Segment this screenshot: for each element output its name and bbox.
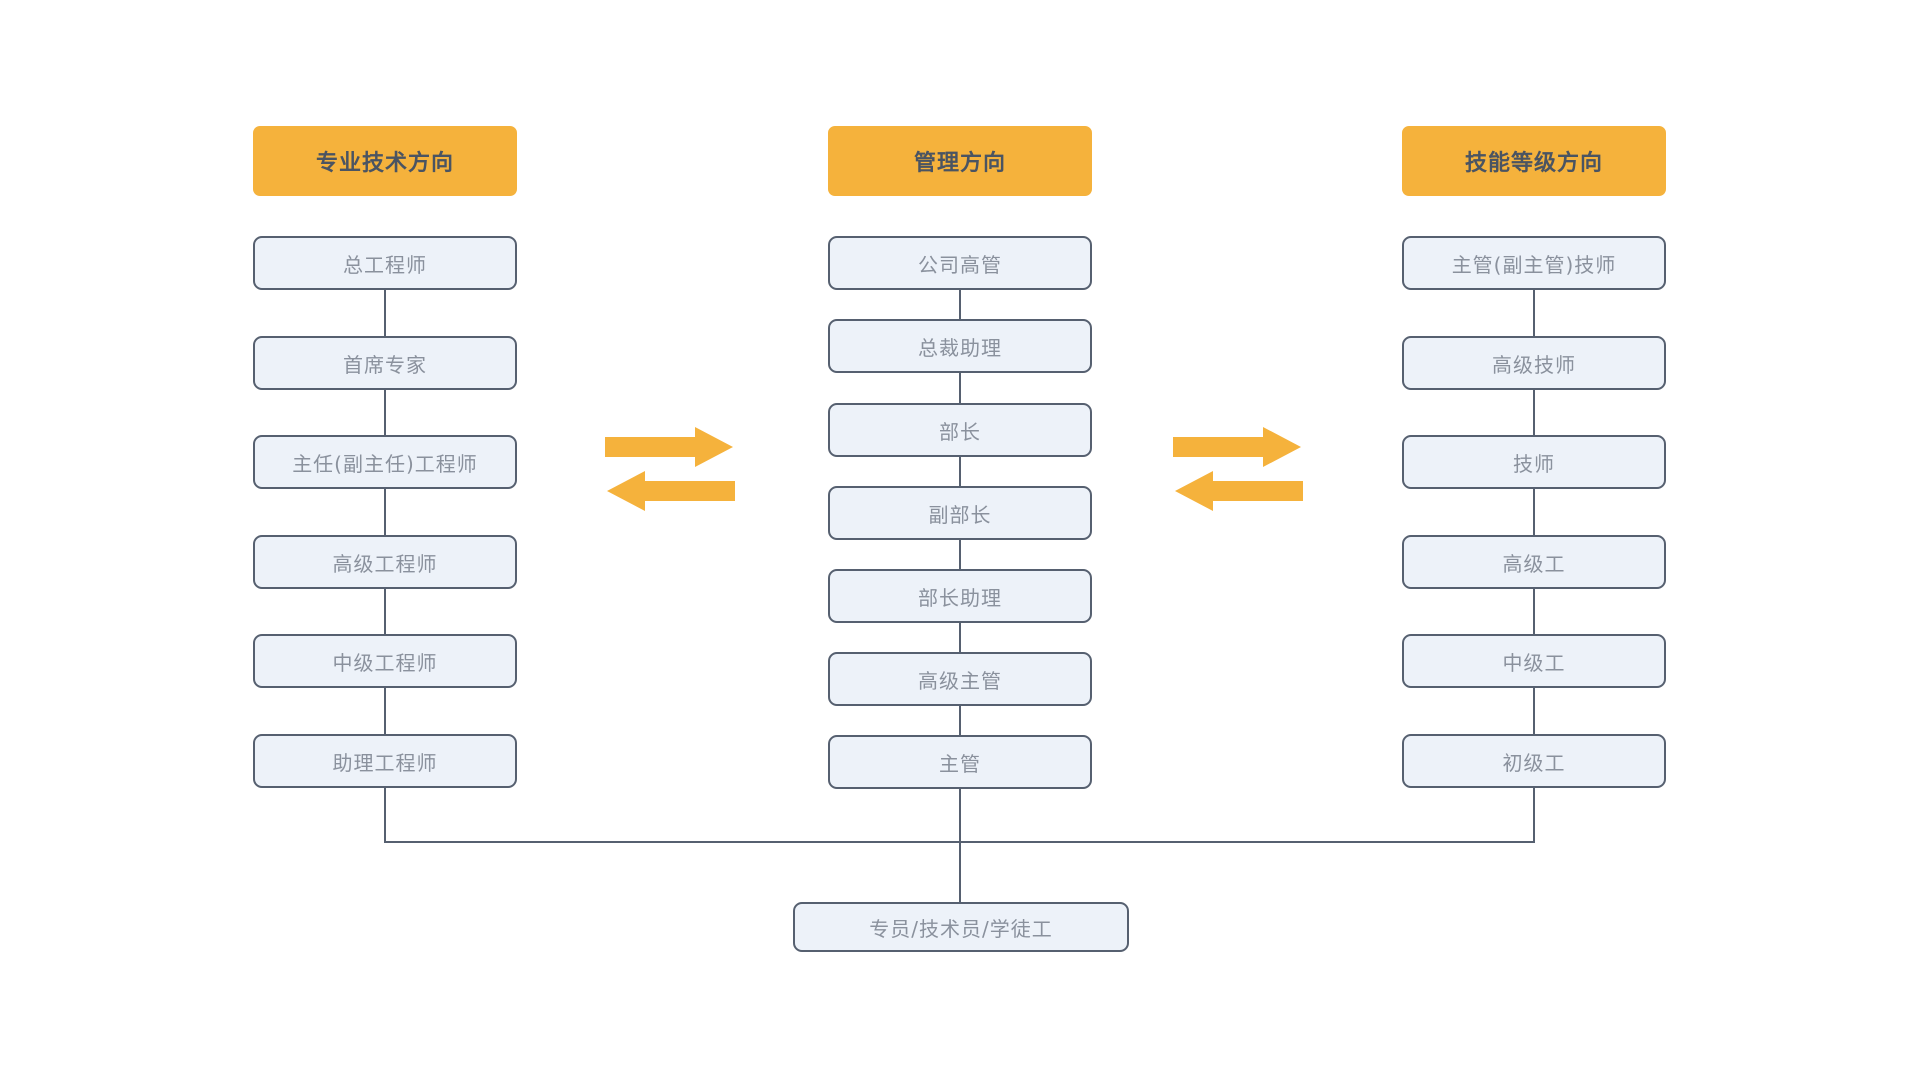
node-intermediate-worker: 中级工	[1402, 634, 1666, 688]
node-specialist-technician-apprentice: 专员/技术员/学徒工	[793, 902, 1129, 952]
header-professional-technical: 专业技术方向	[253, 126, 517, 196]
node-senior-worker: 高级工	[1402, 535, 1666, 589]
node-director-engineer: 主任(副主任)工程师	[253, 435, 517, 489]
node-intermediate-engineer: 中级工程师	[253, 634, 517, 688]
node-junior-worker: 初级工	[1402, 734, 1666, 788]
node-supervisor: 主管	[828, 735, 1092, 789]
connector-bottom-horizontal-line	[384, 841, 1535, 843]
node-company-executive: 公司高管	[828, 236, 1092, 290]
node-senior-technician: 高级技师	[1402, 336, 1666, 390]
header-skill-level: 技能等级方向	[1402, 126, 1666, 196]
node-chief-expert: 首席专家	[253, 336, 517, 390]
node-deputy-minister: 副部长	[828, 486, 1092, 540]
node-president-assistant: 总裁助理	[828, 319, 1092, 373]
exchange-arrows-left-icon	[605, 427, 735, 511]
node-chief-technician: 主管(副主管)技师	[1402, 236, 1666, 290]
node-chief-engineer: 总工程师	[253, 236, 517, 290]
node-assistant-engineer: 助理工程师	[253, 734, 517, 788]
node-technician: 技师	[1402, 435, 1666, 489]
node-minister: 部长	[828, 403, 1092, 457]
node-minister-assistant: 部长助理	[828, 569, 1092, 623]
header-management: 管理方向	[828, 126, 1092, 196]
exchange-arrows-right-icon	[1173, 427, 1303, 511]
node-senior-supervisor: 高级主管	[828, 652, 1092, 706]
node-senior-engineer: 高级工程师	[253, 535, 517, 589]
